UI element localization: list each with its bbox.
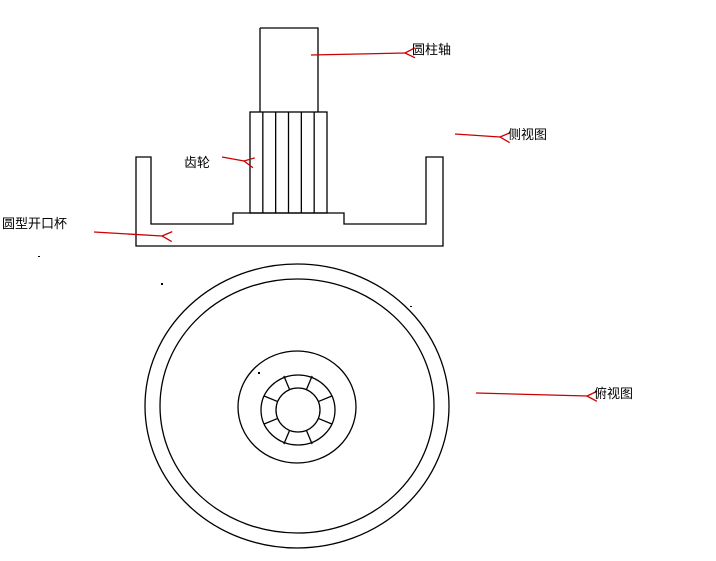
gear-tick — [305, 375, 313, 390]
label-top-view: 俯视图 — [594, 387, 634, 402]
arrow-top-view — [475, 393, 587, 396]
gear-tick — [283, 430, 291, 445]
top-view — [144, 263, 450, 549]
shaft-outline — [259, 27, 319, 112]
arrow-cup — [93, 232, 162, 236]
base-ring — [237, 350, 357, 464]
side-view — [135, 27, 444, 247]
arrow-side-view — [454, 134, 500, 137]
cup-outline — [135, 156, 444, 247]
gear-tick — [305, 430, 313, 445]
cup-inner-ring — [159, 278, 435, 534]
arrow-gear — [221, 156, 244, 161]
gear-tick — [318, 417, 333, 425]
shaft-ring — [275, 387, 321, 433]
gear-ticks — [263, 375, 333, 445]
label-cup: 圆型开口杯 — [2, 217, 68, 232]
cup-outer-ring — [144, 263, 450, 549]
gear-teeth — [262, 112, 315, 213]
gear-tick — [318, 395, 333, 403]
gear-tick — [283, 375, 291, 390]
gear-tick — [263, 395, 278, 403]
gear-outer-ring — [260, 374, 336, 446]
label-gear: 齿轮 — [184, 156, 211, 171]
gear-tick — [263, 417, 278, 425]
label-shaft: 圆柱轴 — [412, 43, 452, 58]
sketch-specks — [38, 256, 412, 374]
label-side-view: 侧视图 — [508, 128, 548, 143]
arrow-shaft — [310, 53, 405, 55]
